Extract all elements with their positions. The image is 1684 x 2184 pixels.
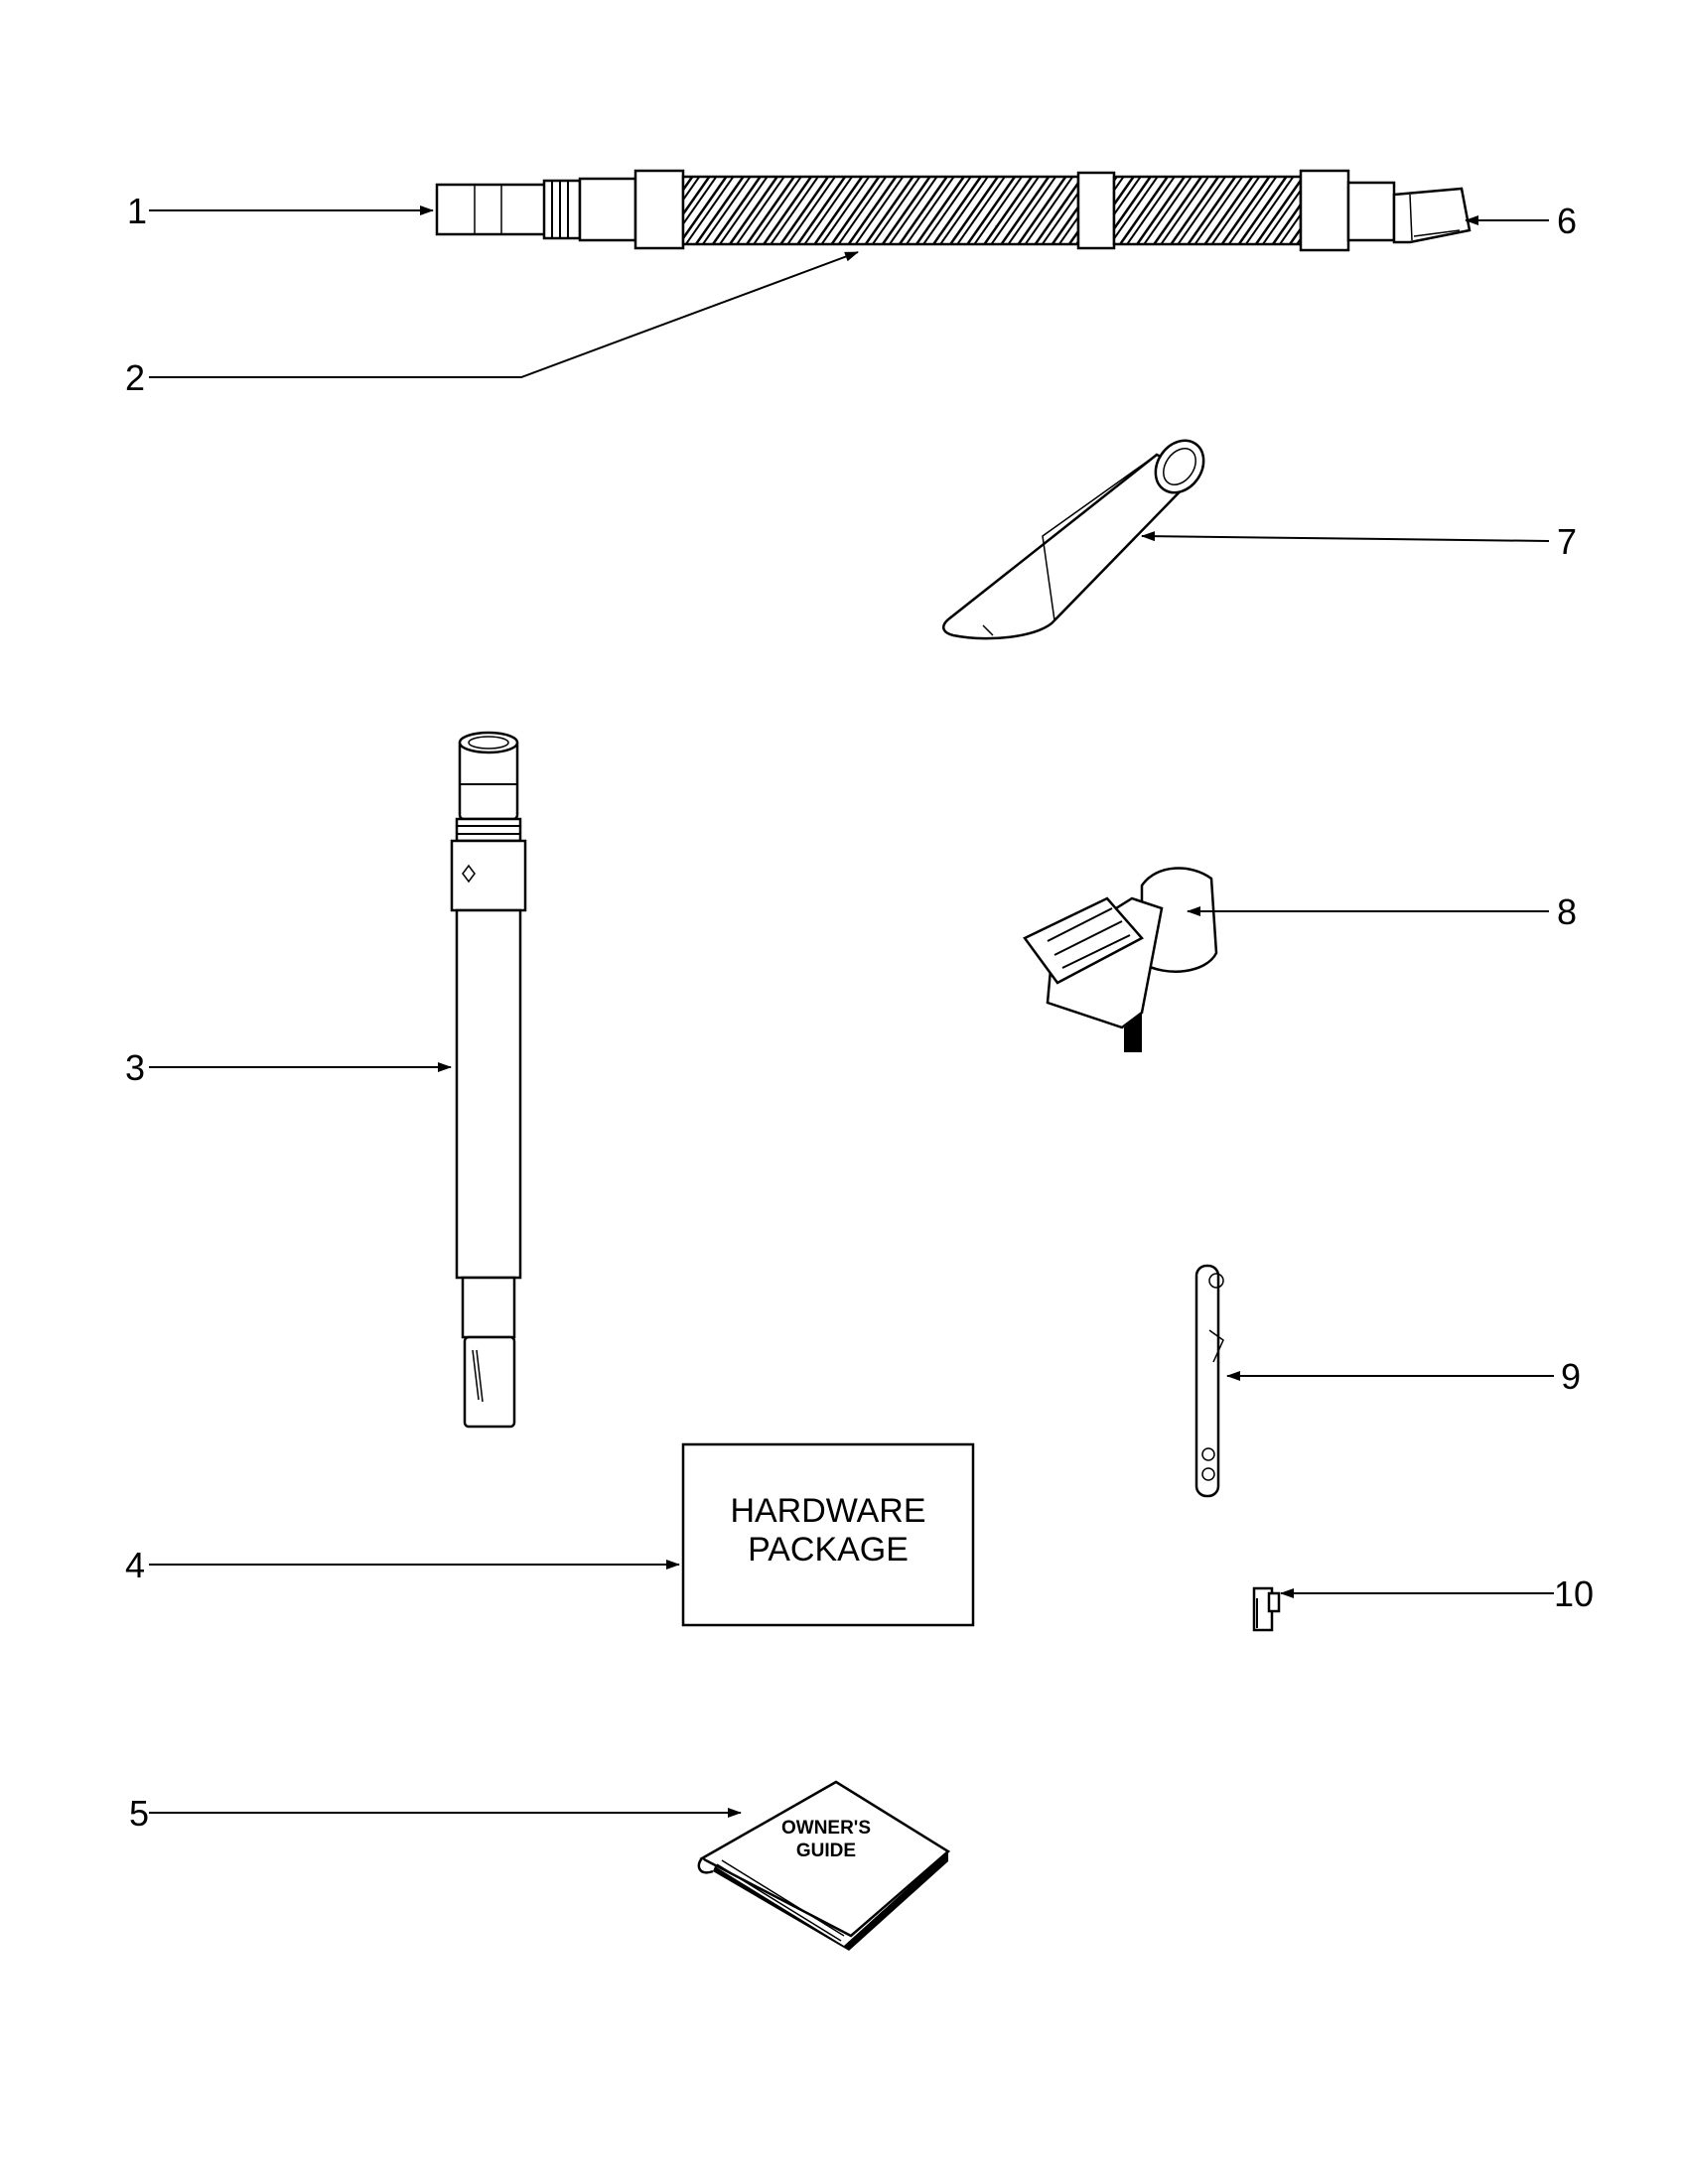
book-line1: OWNER'S (781, 1818, 871, 1839)
small-clip (1252, 1586, 1281, 1632)
flexible-hose (681, 175, 1080, 246)
callout-leaders (149, 205, 1554, 1818)
owners-guide: OWNER'S GUIDE (697, 1780, 951, 1951)
callout-9: 9 (1561, 1356, 1581, 1397)
hardware-package: HARDWARE PACKAGE (681, 1442, 975, 1627)
callout-2: 2 (125, 357, 145, 398)
hardware-box-line2: PACKAGE (748, 1531, 909, 1569)
callout-10: 10 (1554, 1573, 1594, 1614)
tool-clip (1194, 1264, 1224, 1498)
crevice-tool (942, 439, 1205, 640)
callout-1: 1 (127, 191, 147, 231)
callout-8: 8 (1557, 891, 1577, 932)
callout-5: 5 (129, 1793, 149, 1834)
dusting-brush (1023, 867, 1218, 1052)
callout-4: 4 (125, 1545, 145, 1585)
hose-assembly (435, 169, 1472, 252)
extension-wand (450, 731, 527, 1429)
hose-end-fitting (435, 183, 548, 236)
hose-cuff (1392, 187, 1472, 244)
callout-numbers: 1 2 3 4 5 6 7 8 9 10 (125, 191, 1594, 1834)
book-line2: GUIDE (796, 1841, 856, 1861)
callout-6: 6 (1557, 201, 1577, 241)
callout-7: 7 (1557, 521, 1577, 562)
hardware-box (681, 1442, 975, 1627)
callout-3: 3 (125, 1047, 145, 1088)
hardware-box-line1: HARDWARE (730, 1492, 925, 1530)
